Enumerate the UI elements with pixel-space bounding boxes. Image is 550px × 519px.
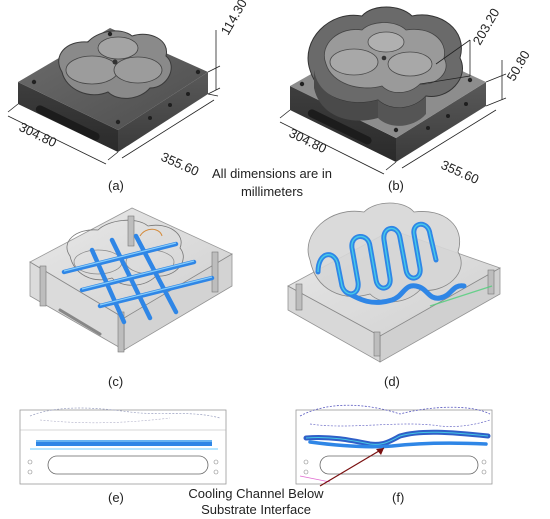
panel-label-c: (c) [108,374,123,389]
dim-a-width: 304.80 [17,119,59,150]
panel-c-transparent-mold-with-straight-channels [29,207,233,353]
panel-label-a: (a) [108,178,124,193]
dim-b-conformal-depth: 203.20 [470,6,503,48]
units-note-line2: millimeters [241,184,304,199]
panel-b-dimension-lines [279,39,507,175]
dim-a-height: 114.30 [218,0,250,37]
panel-label-e: (e) [108,490,124,505]
dim-b-width: 304.80 [287,125,329,156]
panel-a-mold-solid [18,28,208,152]
dim-a-depth: 355.60 [159,149,201,179]
units-note-line1: All dimensions are in [212,166,332,181]
panel-a-dimension-lines [7,30,221,165]
panel-label-b: (b) [388,178,404,193]
panel-e-section-straight-channel [19,407,227,485]
callout-text-line2: Substrate Interface [201,502,311,517]
panel-d-transparent-mold-with-conformal-channels [287,202,501,363]
callout-arrow [319,447,385,487]
dim-b-height: 50.80 [504,48,533,84]
panel-b-mold-conformal [290,6,486,162]
panel-label-d: (d) [384,374,400,389]
panel-f-section-conformal-channel [295,404,493,485]
callout-text-line1: Cooling Channel Below [188,486,324,501]
dim-b-depth: 355.60 [439,157,481,187]
panel-label-f: (f) [392,490,404,505]
